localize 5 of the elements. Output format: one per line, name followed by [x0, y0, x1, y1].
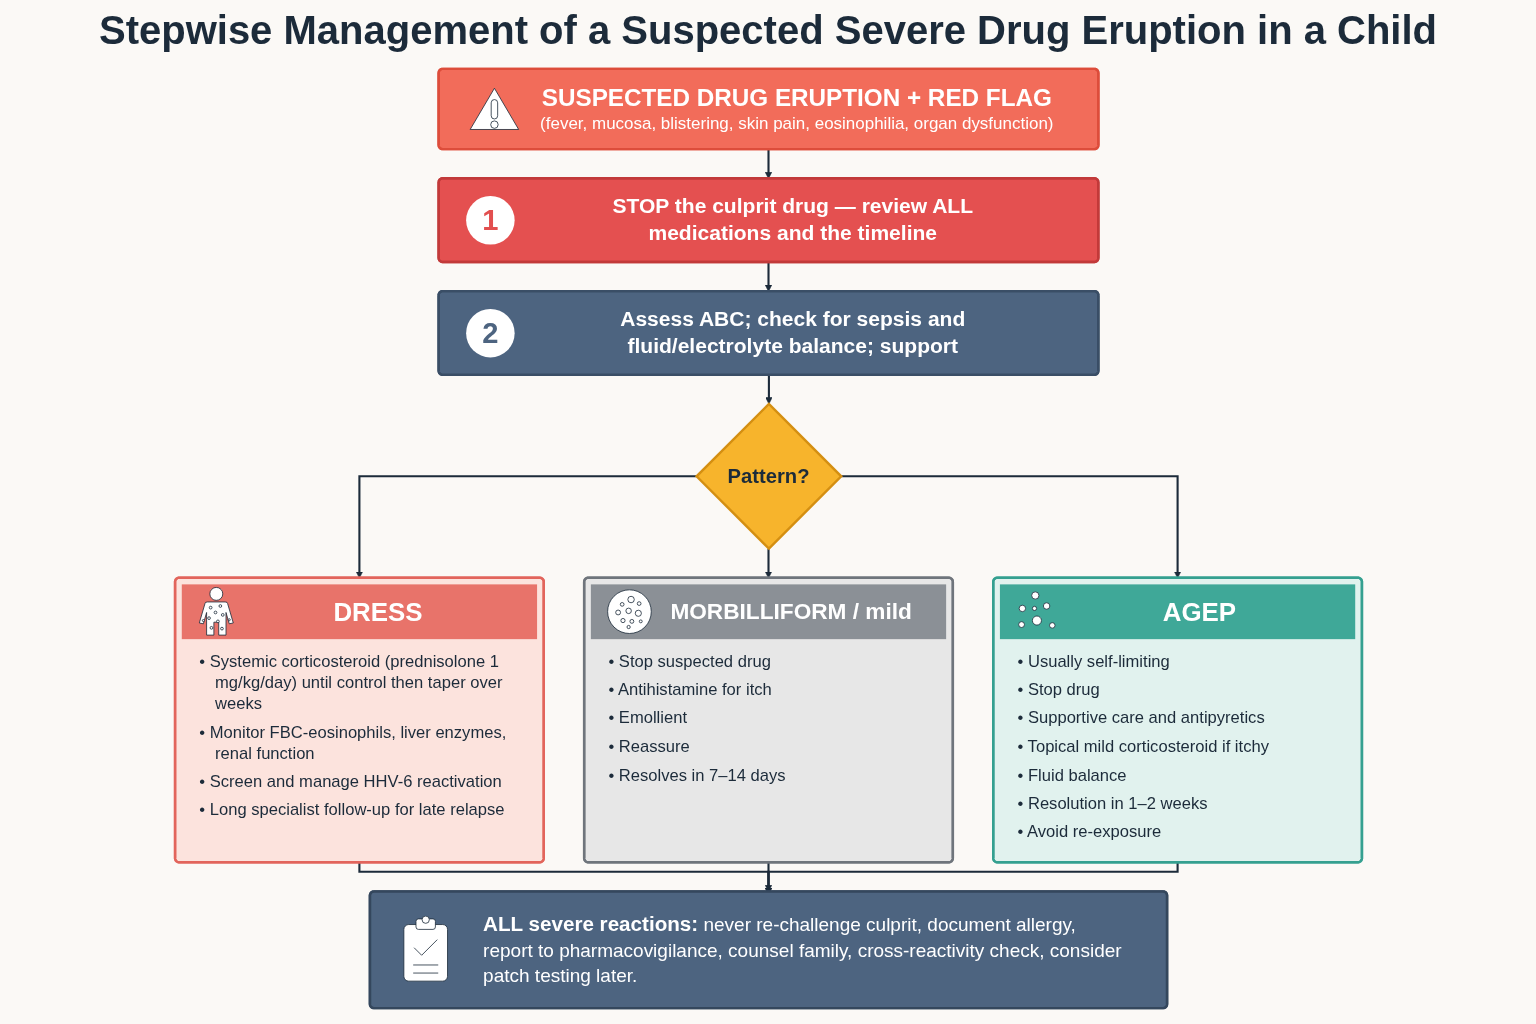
arrow — [764, 375, 772, 405]
node-diamond: Pattern? — [694, 402, 843, 551]
arrow — [764, 149, 772, 179]
diagram-title: Stepwise Management of a Suspected Severe Drug Eruption in a Child — [97, 8, 1438, 53]
arrow — [764, 262, 772, 292]
